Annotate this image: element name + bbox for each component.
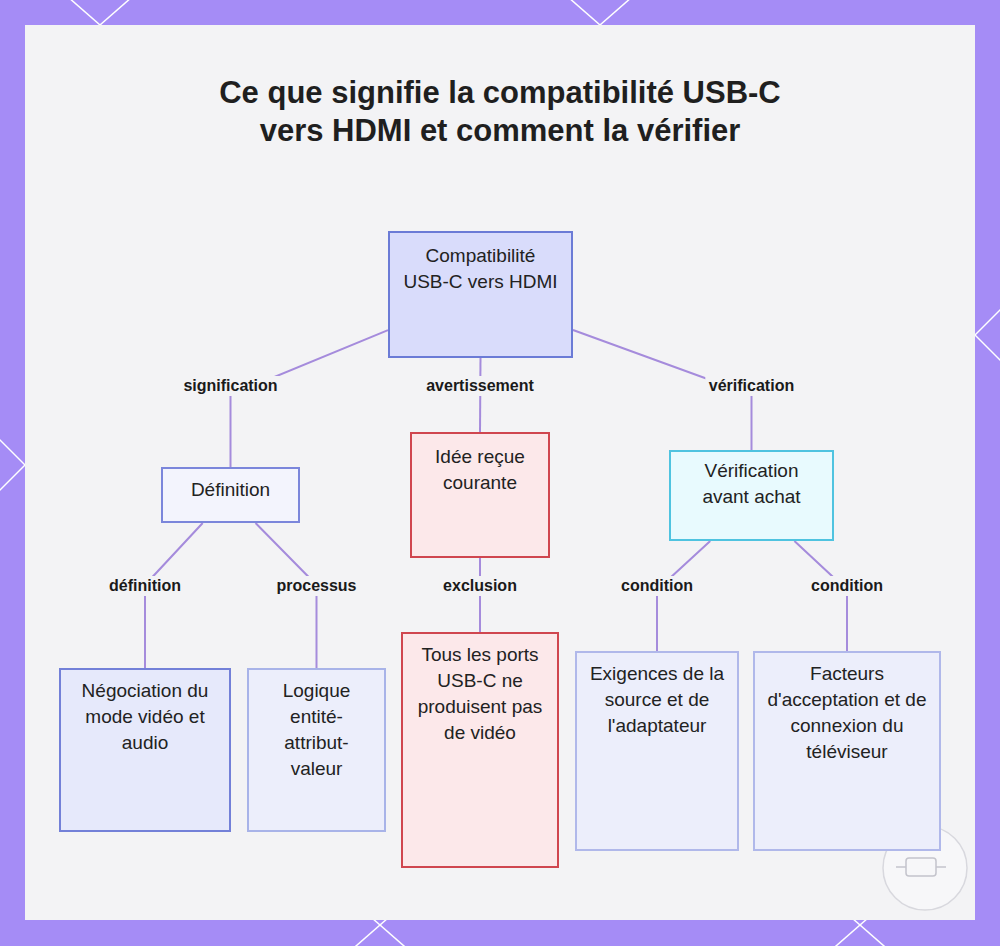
node-text: Logique entité-attribut-valeur (261, 678, 372, 782)
concept-box: Logique entité-attribut-valeur (247, 668, 386, 832)
concept-box: Définition (161, 467, 300, 523)
edge-label: exclusion (439, 576, 521, 596)
diagram-title: Ce que signifie la compatibilité USB-C v… (200, 74, 800, 150)
node-text: Idée reçue courante (424, 444, 536, 496)
concept-box: Facteurs d'acceptation et de connexion d… (753, 651, 941, 851)
node-text: Tous les ports USB-C ne produisent pas d… (415, 642, 545, 746)
edge-label: définition (105, 576, 185, 596)
node-text: Exigences de la source et de l'adaptateu… (589, 661, 725, 739)
node-text: Négociation du mode vidéo et audio (73, 678, 217, 756)
concept-box: Idée reçue courante (410, 432, 550, 558)
edge-label: vérification (705, 376, 798, 396)
content-panel (25, 25, 975, 920)
concept-box: Exigences de la source et de l'adaptateu… (575, 651, 739, 851)
concept-box: Négociation du mode vidéo et audio (59, 668, 231, 832)
node-text: Facteurs d'acceptation et de connexion d… (767, 661, 927, 765)
edge-label: condition (807, 576, 887, 596)
edge-label: processus (272, 576, 360, 596)
connector-line (231, 330, 389, 467)
node-text: Vérification avant achat (683, 458, 820, 510)
edge-label: avertissement (422, 376, 538, 396)
edge-label: signification (179, 376, 281, 396)
connector-line (794, 541, 847, 651)
connector-line (657, 541, 710, 651)
node-text: Compatibilité USB-C vers HDMI (402, 243, 559, 295)
node-text: Définition (175, 477, 286, 503)
concept-box: Vérification avant achat (669, 450, 834, 541)
concept-box: Compatibilité USB-C vers HDMI (388, 231, 573, 358)
concept-box: Tous les ports USB-C ne produisent pas d… (401, 632, 559, 868)
edge-label: condition (617, 576, 697, 596)
